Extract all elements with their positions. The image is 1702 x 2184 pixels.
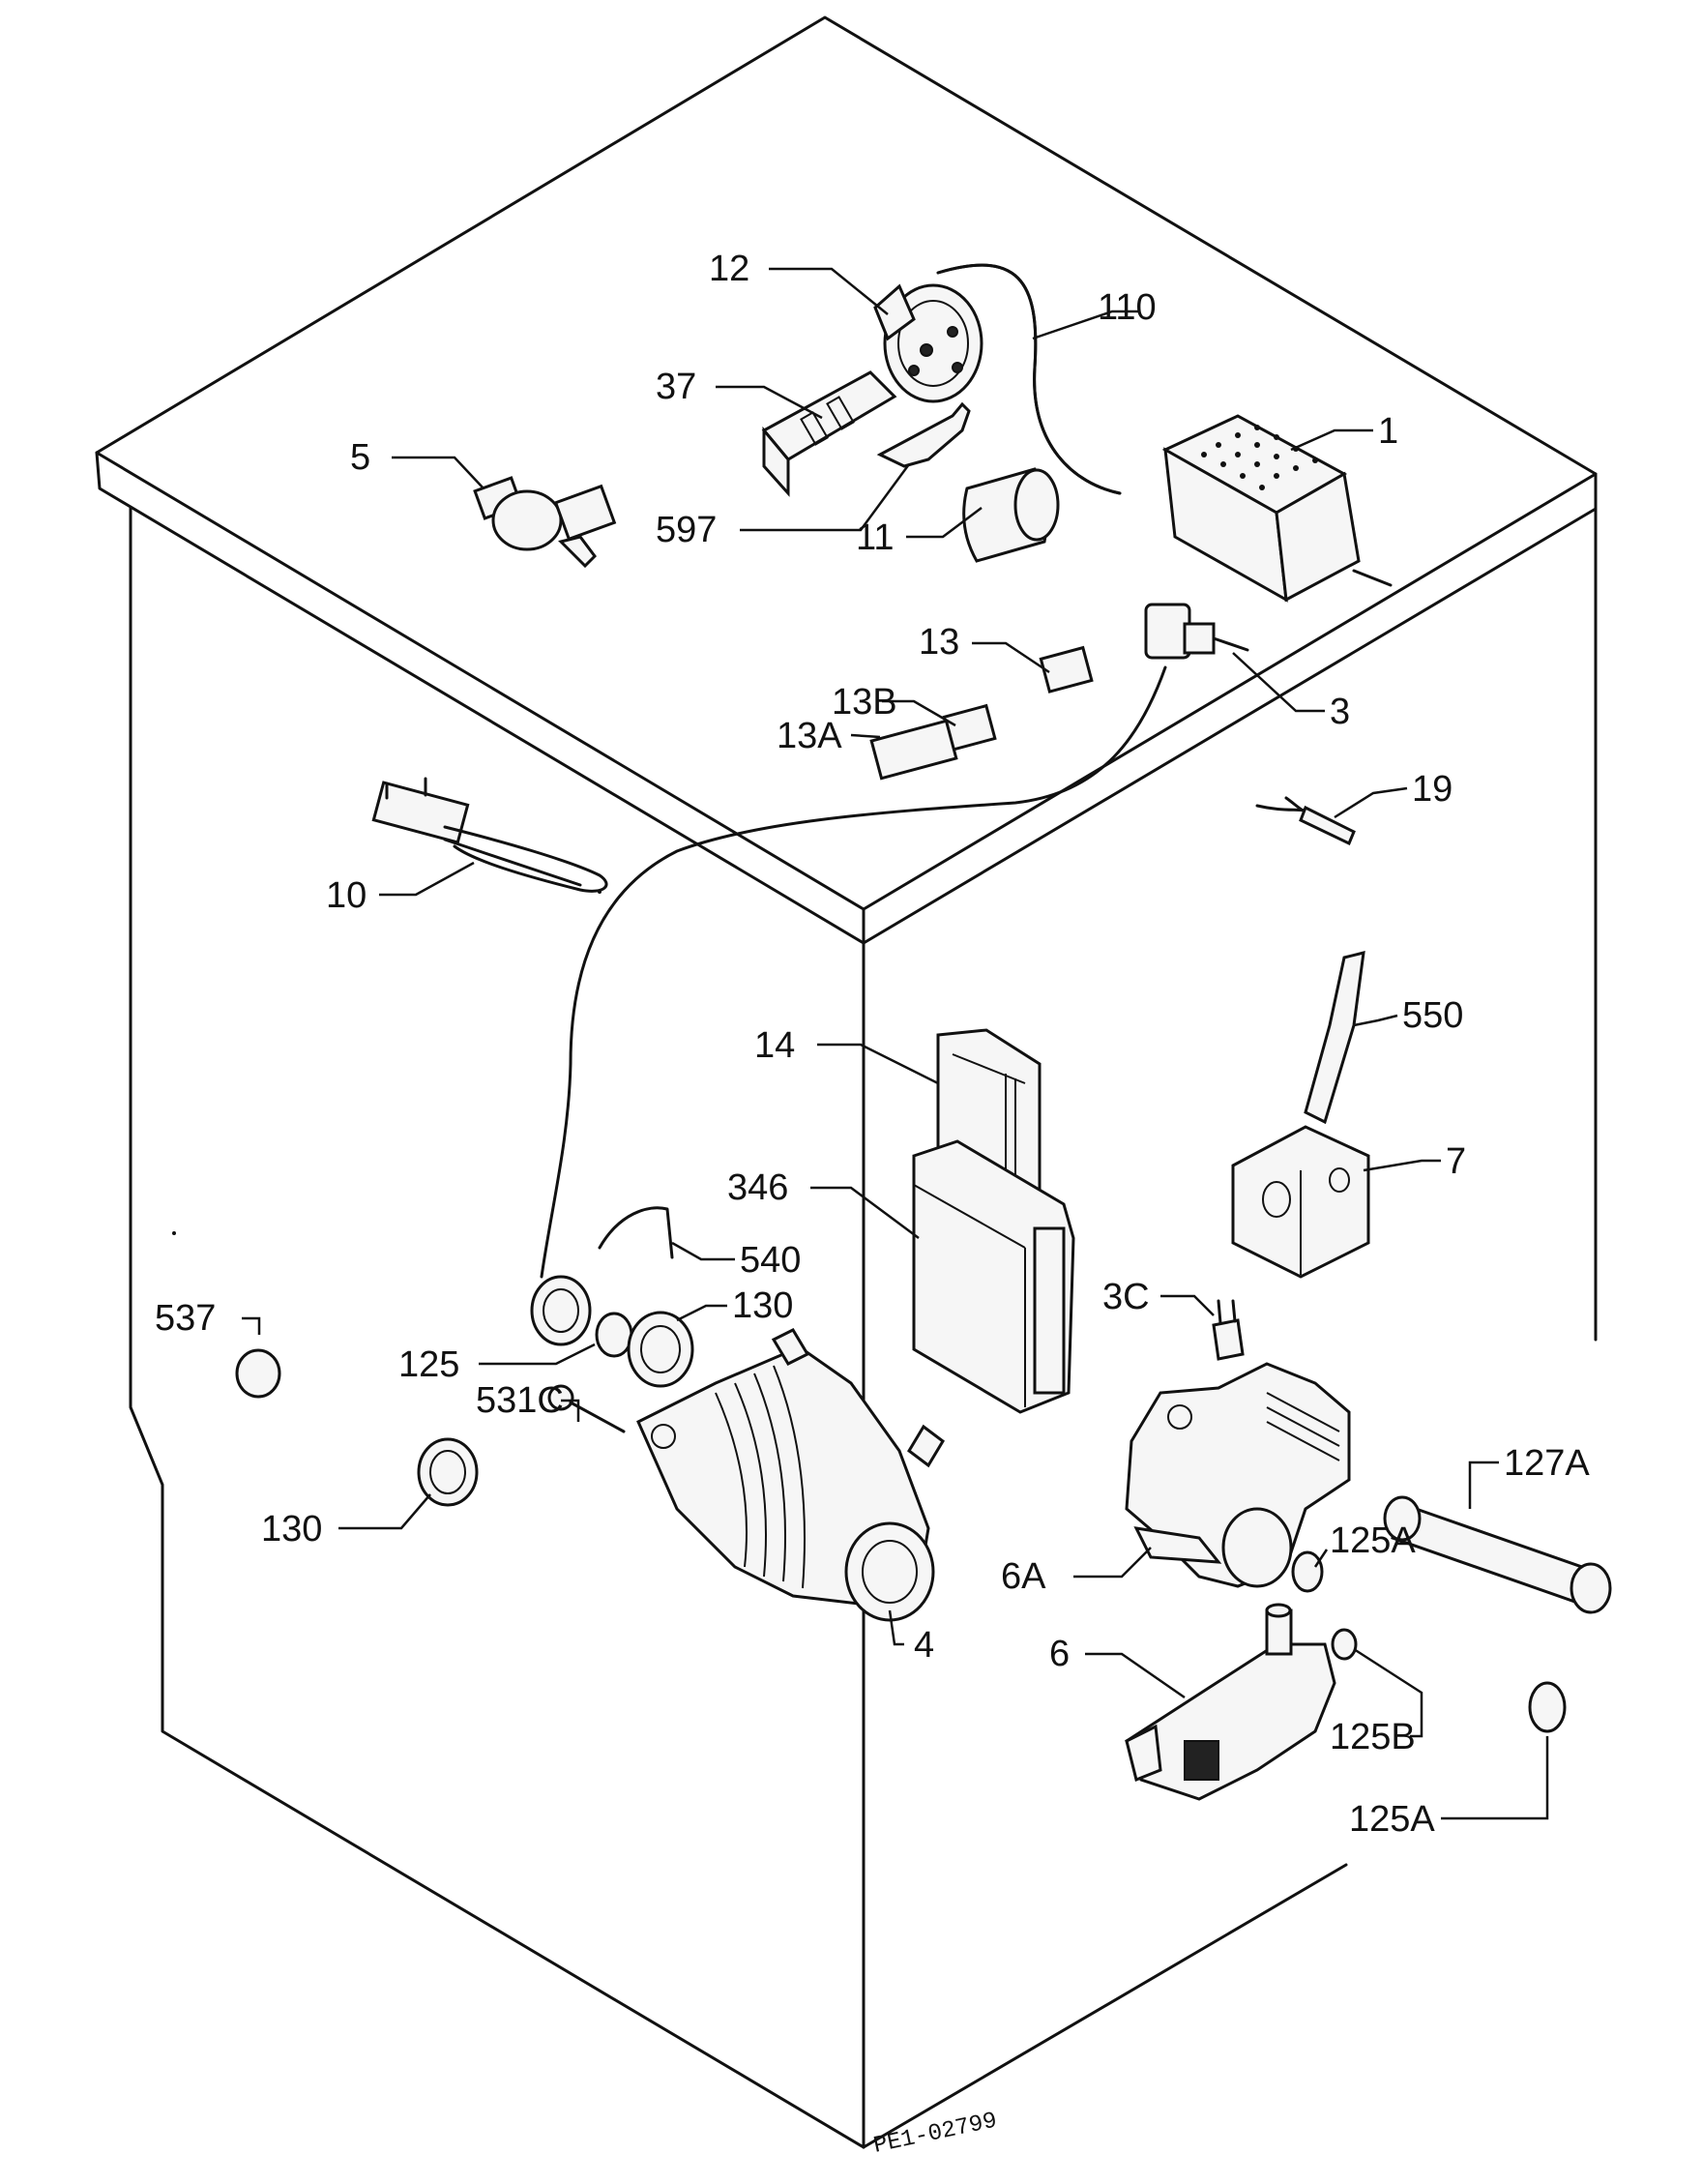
label-346: 346	[727, 1167, 788, 1208]
label-540: 540	[740, 1240, 801, 1281]
label-4: 4	[914, 1625, 934, 1666]
part-125-seal	[595, 1312, 633, 1358]
label-10: 10	[326, 875, 367, 916]
part-130-grommet-upper	[627, 1311, 694, 1388]
part-13-connector	[1039, 645, 1094, 694]
part-550-lever	[1304, 951, 1365, 1125]
part-346-dispenser-box	[912, 1139, 1075, 1414]
part-12-selector	[873, 283, 983, 403]
part-125B-seal	[1331, 1628, 1358, 1661]
part-13A-connector	[869, 719, 958, 781]
part-125A-seal-upper	[1291, 1550, 1324, 1593]
label-13: 13	[919, 622, 959, 663]
part-3C-sensor	[1212, 1299, 1245, 1361]
label-13B: 13B	[832, 682, 897, 723]
part-7-door-lock	[1231, 1125, 1370, 1279]
part-11-capacitor	[962, 467, 1060, 563]
label-125: 125	[398, 1344, 459, 1385]
label-12: 12	[709, 249, 749, 289]
label-5: 5	[350, 437, 370, 478]
label-127A: 127A	[1504, 1443, 1590, 1484]
label-6: 6	[1049, 1634, 1070, 1674]
label-125A-lower: 125A	[1349, 1799, 1435, 1840]
part-37-bracket	[761, 370, 897, 497]
drawing-code: PE1-02799	[871, 2108, 999, 2159]
part-540-clip	[598, 1206, 674, 1259]
part-597-lever	[876, 401, 971, 468]
label-531C: 531C	[476, 1380, 564, 1421]
part-6A-pump-housing	[1125, 1362, 1351, 1588]
label-130-upper: 130	[732, 1285, 793, 1326]
part-127A-pipe	[1383, 1495, 1612, 1614]
label-3C: 3C	[1102, 1277, 1150, 1317]
label-6A: 6A	[1001, 1556, 1046, 1597]
label-537: 537	[155, 1298, 216, 1339]
part-6-drain-pump	[1125, 1603, 1336, 1801]
leader-lines	[242, 267, 1549, 1820]
label-125A-upper: 125A	[1330, 1520, 1416, 1561]
part-10-heater	[371, 777, 608, 893]
part-4-motor	[636, 1328, 945, 1622]
part-130-grommet-lower	[417, 1437, 479, 1507]
label-125B: 125B	[1330, 1717, 1416, 1757]
label-550: 550	[1402, 995, 1463, 1036]
part-537-plug	[235, 1348, 281, 1399]
label-130-lower: 130	[261, 1509, 322, 1549]
part-grommet-upper	[530, 1275, 592, 1346]
part-19-sensor	[1255, 796, 1356, 846]
label-11: 11	[856, 517, 894, 558]
part-1-programmer	[1161, 414, 1393, 603]
label-13A: 13A	[777, 716, 842, 756]
label-1: 1	[1378, 411, 1398, 452]
label-37: 37	[656, 367, 696, 407]
part-125A-seal-lower	[1528, 1681, 1567, 1733]
cable-harness	[540, 665, 1167, 1279]
label-110: 110	[1098, 287, 1157, 328]
label-3: 3	[1330, 692, 1350, 732]
label-7: 7	[1446, 1141, 1466, 1182]
label-14: 14	[754, 1025, 795, 1066]
label-597: 597	[656, 510, 717, 550]
part-5-valve	[473, 476, 617, 569]
part-3-switch	[1144, 603, 1249, 660]
label-19: 19	[1412, 769, 1453, 810]
